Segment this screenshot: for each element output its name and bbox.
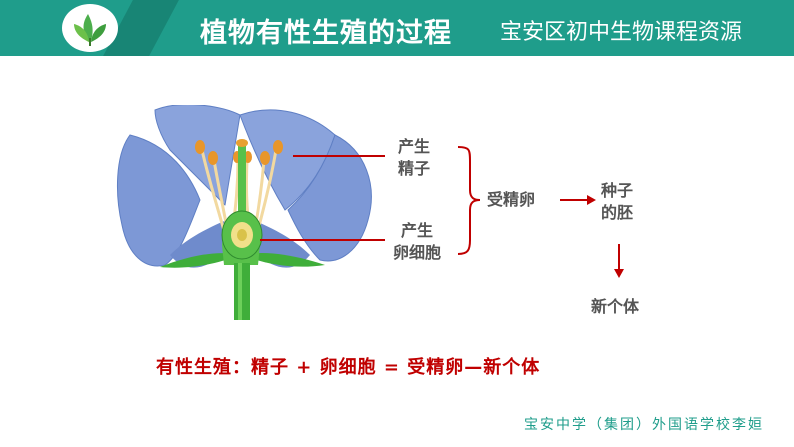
embryo-arrowhead <box>614 269 624 278</box>
label-sperm: 产生 精子 <box>398 136 430 180</box>
label-sperm-line1: 产生 <box>398 137 431 156</box>
label-egg-line1: 产生 <box>401 221 434 240</box>
flower-illustration <box>116 105 372 320</box>
footer-credit: 宝安中学（集团）外国语学校李姮 <box>524 417 764 433</box>
label-sperm-line2: 精子 <box>398 159 431 178</box>
page-subtitle: 宝安区初中生物课程资源 <box>500 20 743 45</box>
label-embryo-line2: 的胚 <box>601 203 634 222</box>
brace <box>457 146 481 255</box>
label-egg: 产生 卵细胞 <box>393 220 441 264</box>
label-new-individual: 新个体 <box>591 297 640 316</box>
header-bar: 植物有性生殖的过程 宝安区初中生物课程资源 <box>0 0 794 56</box>
page-title: 植物有性生殖的过程 <box>200 18 452 49</box>
label-embryo: 种子 的胚 <box>601 180 633 224</box>
formula-text: 有性生殖：精子 + 卵细胞 = 受精卵—新个体 <box>156 357 541 378</box>
label-egg-line2: 卵细胞 <box>393 243 442 262</box>
label-zygote: 受精卵 <box>487 190 536 209</box>
zygote-arrowhead <box>587 195 596 205</box>
leaf-logo-icon <box>62 4 118 52</box>
label-embryo-line1: 种子 <box>601 181 634 200</box>
